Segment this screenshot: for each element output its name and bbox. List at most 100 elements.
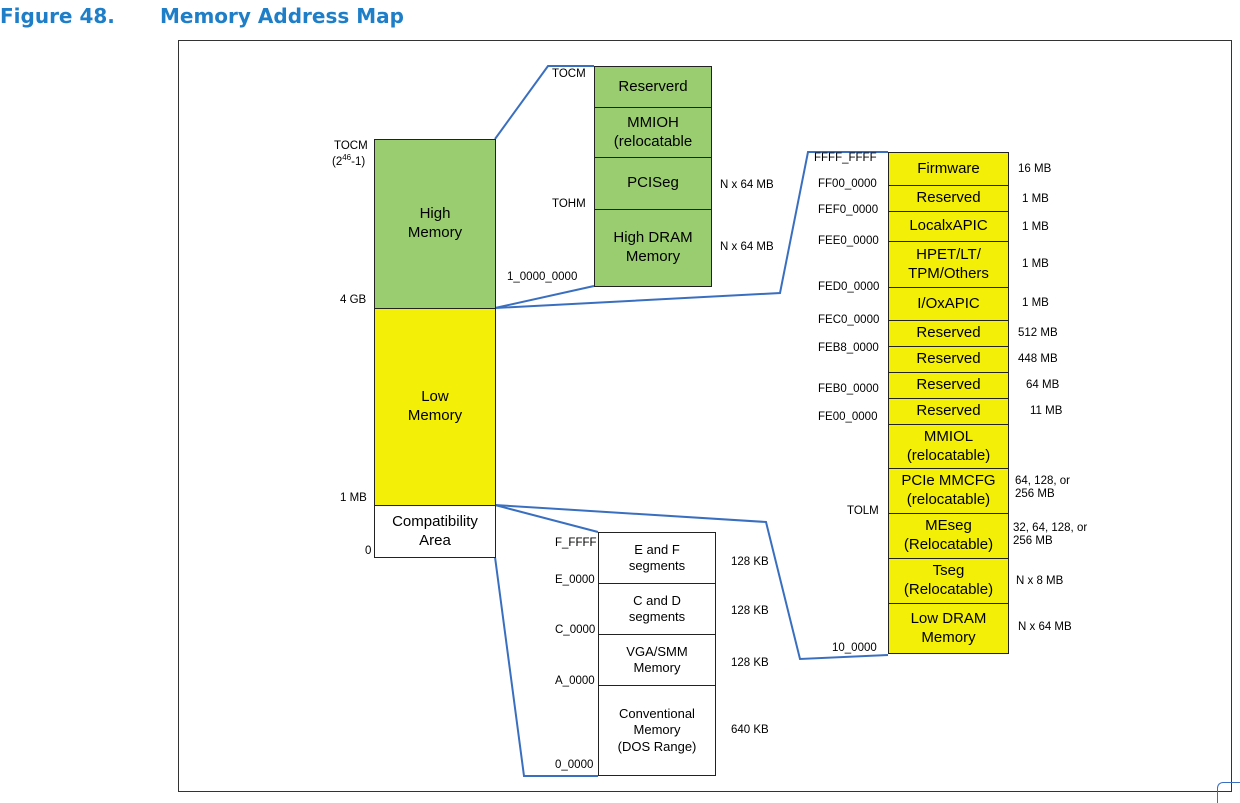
reserved-high-block: Reserverd <box>594 66 712 108</box>
addr-fed0-0000: FED0_0000 <box>818 281 880 293</box>
size-conventional: 640 KB <box>731 724 769 736</box>
cd-label-1: C and D <box>633 592 681 608</box>
size-reserved-2: 512 MB <box>1018 327 1058 339</box>
main-tocm-label: TOCM <box>334 140 368 152</box>
size-vga-smm: 128 KB <box>731 657 769 669</box>
localxapic-block: LocalxAPIC <box>888 211 1009 242</box>
hpet-label-1: HPET/LT/ <box>916 245 981 263</box>
reserved-1-label: Reserved <box>916 189 981 207</box>
compat-label-2: Area <box>419 531 451 549</box>
size-low-dram: N x 64 MB <box>1018 621 1072 633</box>
figure-number: Figure 48. <box>0 4 115 28</box>
size-reserved-1: 1 MB <box>1022 193 1049 205</box>
tocm-formula-suffix: -1) <box>351 155 366 168</box>
pciseg-size: N x 64 MB <box>720 179 774 191</box>
vga-label-1: VGA/SMM <box>626 643 688 659</box>
page-corner-mark <box>1217 782 1240 803</box>
high-dram-size: N x 64 MB <box>720 241 774 253</box>
size-tseg: N x 8 MB <box>1016 575 1064 587</box>
addr-f-ffff: F_FFFF <box>555 537 597 549</box>
meseg-label-2: (Relocatable) <box>903 536 994 553</box>
size-localxapic: 1 MB <box>1022 221 1049 233</box>
figure-title: Memory Address Map <box>160 4 404 28</box>
connector-compat-bottom <box>494 556 598 777</box>
tseg-block: Tseg(Relocatable) <box>888 558 1009 604</box>
main-tocm-formula: (246-1) <box>332 153 366 168</box>
size-pcie-mmcfg: 64, 128, or 256 MB <box>1015 475 1070 500</box>
cd-label-2: segments <box>628 609 686 624</box>
low-memory-label-2: Memory <box>407 407 463 424</box>
tseg-label-1: Tseg <box>932 562 965 580</box>
connector-compat-top <box>494 504 599 533</box>
tocm-formula-prefix: (2 <box>332 155 343 168</box>
addr-fee0-0000: FEE0_0000 <box>818 235 879 247</box>
reserved-high-label: Reserverd <box>618 77 688 95</box>
connector-low-top <box>494 151 888 309</box>
size-ioxapic: 1 MB <box>1022 297 1049 309</box>
mmioh-label-2: (relocatable <box>613 132 693 150</box>
high-base-label: 1_0000_0000 <box>507 271 578 283</box>
addr-tolm: TOLM <box>847 505 879 517</box>
conv-label-2: Memory <box>633 722 681 738</box>
reserved-5-block: Reserved <box>888 398 1009 425</box>
hpet-label-2: TPM/Others <box>908 264 989 282</box>
compat-label-1: Compatibility <box>392 512 478 530</box>
mmioh-label-1: MMIOH <box>627 113 679 131</box>
addr-fec0-0000: FEC0_0000 <box>818 314 880 326</box>
main-4gb-label: 4 GB <box>340 294 367 306</box>
high-memory-label-1: High <box>419 205 451 223</box>
addr-a-0000: A_0000 <box>555 675 595 687</box>
addr-ffff-ffff: FFFF_FFFF <box>814 152 877 164</box>
hpet-block: HPET/LT/TPM/Others <box>888 241 1009 288</box>
reserved-3-block: Reserved <box>888 346 1009 373</box>
reserved-2-block: Reserved <box>888 320 1009 347</box>
low-dram-label-1: Low DRAM <box>910 609 987 627</box>
pciseg-label: PCISeg <box>627 174 679 192</box>
meseg-block: MEseg(Relocatable) <box>888 513 1009 559</box>
reserved-3-label: Reserved <box>916 350 981 368</box>
addr-ff00-0000: FF00_0000 <box>818 178 877 190</box>
pcie-mmcfg-block: PCIe MMCFG(relocatable) <box>888 468 1009 514</box>
main-1mb-label: 1 MB <box>340 492 367 504</box>
size-reserved-4: 64 MB <box>1026 379 1060 391</box>
vga-label-2: Memory <box>633 660 681 675</box>
size-reserved-3: 448 MB <box>1018 353 1058 365</box>
reserved-5-label: Reserved <box>916 402 981 420</box>
main-zero-label: 0 <box>365 545 372 557</box>
addr-fef0-0000: FEF0_0000 <box>818 204 879 216</box>
reserved-1-block: Reserved <box>888 185 1009 212</box>
reserved-4-block: Reserved <box>888 372 1009 399</box>
low-memory-label-1: Low <box>421 388 449 406</box>
mmiol-label-2: (relocatable) <box>906 446 991 464</box>
addr-fe00-0000: FE00_0000 <box>818 411 878 423</box>
diagram-frame <box>178 40 1232 792</box>
size-firmware: 16 MB <box>1018 163 1052 175</box>
connector-high-top <box>494 65 594 140</box>
pcie-mmcfg-label-2: (relocatable) <box>906 491 991 508</box>
size-meseg: 32, 64, 128, or 256 MB <box>1013 522 1088 547</box>
high-tohm-label: TOHM <box>552 198 586 210</box>
firmware-block: Firmware <box>888 152 1009 186</box>
reserved-4-label: Reserved <box>916 376 981 394</box>
size-cd-segments: 128 KB <box>731 605 769 617</box>
conv-label-3: (DOS Range) <box>617 738 697 754</box>
high-tocm-label: TOCM <box>552 68 586 80</box>
connector-high-bottom <box>494 285 595 309</box>
low-dram-label-2: Memory <box>921 628 976 646</box>
mmiol-block: MMIOL(relocatable) <box>888 424 1009 469</box>
ef-label-1: E and F <box>634 541 680 557</box>
localxapic-label: LocalxAPIC <box>909 217 988 235</box>
addr-10-0000: 10_0000 <box>832 642 877 654</box>
reserved-2-label: Reserved <box>916 324 981 342</box>
tocm-formula-exp: 46 <box>342 153 352 162</box>
high-dram-label-1: High DRAM <box>613 229 693 247</box>
